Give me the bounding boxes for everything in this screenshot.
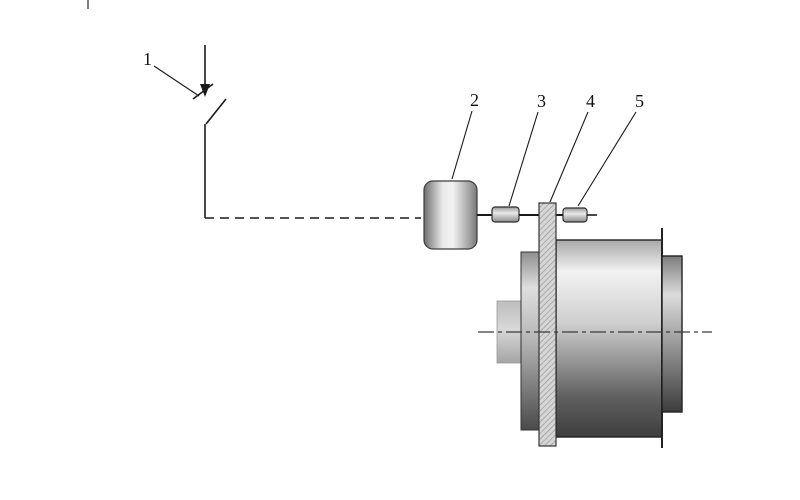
leader-line-4 xyxy=(549,111,589,203)
motor-body xyxy=(423,180,478,250)
ref-label-5: 5 xyxy=(635,91,644,111)
switch-blade xyxy=(205,98,227,125)
label-5-group: 5 xyxy=(577,91,644,207)
label-3-group: 3 xyxy=(508,91,546,207)
ring-gear-strip xyxy=(538,202,557,447)
label-2-group: 2 xyxy=(451,90,479,180)
coupling-5 xyxy=(562,207,588,223)
ref-label-2: 2 xyxy=(470,90,479,110)
leader-line-1 xyxy=(153,65,200,97)
label-1-group: 1 xyxy=(143,49,200,97)
label-4-group: 4 xyxy=(549,91,595,203)
ref-label-3: 3 xyxy=(537,91,546,111)
ref-label-4: 4 xyxy=(586,91,595,111)
leader-line-2 xyxy=(451,110,473,180)
switch-symbol xyxy=(192,45,227,218)
leader-line-5 xyxy=(577,111,637,207)
drum-assembly xyxy=(496,228,683,448)
ref-label-1: 1 xyxy=(143,49,152,69)
drum-right-hub xyxy=(661,255,683,413)
coupling-3 xyxy=(491,206,520,223)
switch-tick xyxy=(192,83,214,100)
leader-line-3 xyxy=(508,111,539,207)
labels: 1 2 3 4 5 xyxy=(143,49,644,207)
drum-body xyxy=(555,239,663,438)
